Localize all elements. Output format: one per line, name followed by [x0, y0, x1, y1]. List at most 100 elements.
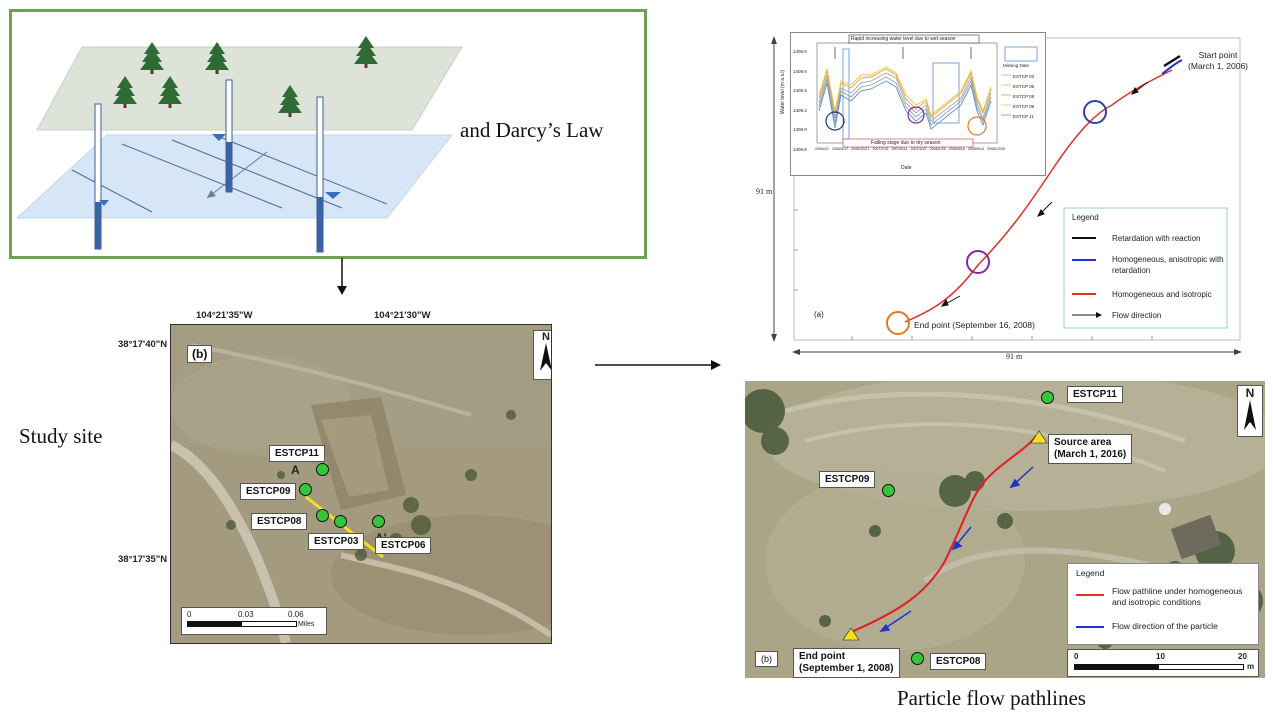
inset-series-legend: ESTCP 03 ESTCP 06 ESTCP 08 ESTCP 09 ESTC… — [1013, 72, 1034, 122]
inset-x-tick: 2006/6/17 — [832, 147, 849, 151]
legend-item-retardation: Retardation with reaction — [1112, 234, 1201, 243]
loop-marker — [1083, 100, 1107, 124]
tree-icon — [278, 85, 302, 117]
end-point-date: (September 1, 2008) — [799, 663, 894, 674]
scale-unit: Miles — [298, 621, 315, 628]
well-marker-estcp08 — [316, 509, 329, 522]
section-line — [305, 495, 384, 559]
dim-horizontal-label: 91 m — [1006, 352, 1023, 361]
dim-vertical-label: 91 m — [756, 187, 773, 196]
building — [1170, 514, 1222, 560]
aerial-legend-pathline: Flow pathline under homogeneous and isot… — [1112, 586, 1243, 607]
equipotential-line — [171, 139, 343, 209]
inset-y-tick: 1409.0 — [793, 127, 807, 132]
panel-label-a: (a) — [814, 310, 824, 319]
inset-x-tick: 2008/5/18 — [948, 147, 965, 151]
well-label-estcp03: ESTCP03 — [308, 533, 365, 550]
down-arrow — [337, 258, 347, 295]
legend-swatch-red — [1076, 594, 1104, 596]
well-marker-estcp03 — [334, 515, 347, 528]
monitoring-well — [212, 79, 233, 193]
study-site-caption: Study site — [19, 424, 103, 448]
isotropic-pathline — [904, 69, 1173, 323]
latitude-label-bottom: 38°17'35"N — [118, 554, 168, 565]
latitude-label-top: 38°17'40"N — [118, 339, 168, 350]
inset-series-label: ESTCP 11 — [1013, 114, 1034, 119]
legend-arrow-icon — [1096, 312, 1102, 318]
well-marker-estcp08 — [911, 652, 924, 665]
scale-tick-0: 0 — [1074, 652, 1079, 661]
aerial-pathline-map: ESTCP11 ESTCP09 ESTCP08 Source area (Mar… — [745, 381, 1265, 678]
inset-x-tick: 2008/12/20 — [986, 147, 1005, 151]
end-marker — [842, 627, 860, 641]
inset-x-ticks: 2006/3/1 2006/6/17 2006/10/21 2007/2/15 … — [815, 147, 1005, 151]
north-arrow-icon — [540, 343, 551, 371]
well-marker-estcp11 — [1041, 391, 1054, 404]
inset-x-tick: 2006/10/21 — [851, 147, 870, 151]
tree-icon — [158, 76, 182, 108]
darcy-caption: and Darcy’s Law — [460, 118, 604, 142]
panel-label: (b) — [755, 651, 778, 667]
north-arrow-icon — [1244, 400, 1256, 430]
start-point-date: (March 1, 2006) — [1188, 61, 1248, 71]
aerial-image: (b) N A A' ESTCP11 ESTCP09 ESTCP08 ESTCP… — [170, 324, 552, 644]
well-label-estcp11: ESTCP11 — [1067, 386, 1123, 403]
inset-y-tick: 1409.2 — [793, 107, 807, 113]
inset-top-note: Rapid increasing water level due to wet … — [851, 36, 956, 42]
monitoring-well — [94, 103, 109, 250]
inset-y-ticks: 1409.8 1409.6 1409.4 1409.2 1409.0 1408.… — [793, 42, 807, 159]
well-label-estcp08: ESTCP08 — [930, 653, 987, 670]
inset-x-tick: 2007/6/14 — [891, 147, 908, 151]
scale-tick-0: 0 — [187, 610, 192, 619]
inset-y-tick: 1409.4 — [793, 88, 807, 93]
particle-caption: Particle flow pathlines — [897, 686, 1086, 710]
inset-xlabel: Date — [901, 165, 912, 171]
inset-bottom-note: Falling stage due to dry season — [871, 140, 941, 146]
tree-icons — [113, 36, 378, 117]
monitoring-well — [316, 96, 341, 253]
scale-bar-graphic — [1074, 664, 1244, 670]
end-point-label: End point (September 16, 2008) — [914, 320, 1035, 330]
well-marker-estcp09 — [299, 483, 312, 496]
study-site-map: 104°21'35"W 104°21'30"W 38°17'40"N 38°17… — [118, 304, 578, 644]
inset-ylabel: Water level (m a.s.l) — [780, 69, 787, 115]
scale-tick-1: 0.03 — [238, 610, 254, 619]
legend-item-flow: Flow direction — [1112, 311, 1162, 320]
inset-y-tick: 1409.8 — [793, 49, 807, 54]
tank — [1159, 503, 1171, 515]
north-arrow-box: N — [1237, 385, 1263, 437]
aerial-legend-title: Legend — [1076, 568, 1105, 578]
missing-date-legend-swatch — [1004, 46, 1038, 62]
north-label: N — [542, 331, 550, 343]
aerial-legend-flow: Flow direction of the particle — [1112, 621, 1218, 631]
scale-unit: m — [1247, 662, 1255, 671]
equipotential-line — [121, 143, 283, 209]
end-point-title: End point — [799, 651, 846, 662]
equipotential-line — [221, 137, 388, 205]
pathline-plot: 91 m 91 m (a) Start point (March 1, 2006… — [752, 30, 1272, 365]
inset-series-label: ESTCP 08 — [1013, 94, 1035, 99]
inset-y-tick: 1408.8 — [793, 146, 807, 152]
longitude-label-left: 104°21'35"W — [196, 310, 253, 321]
inset-x-tick: 2007/10/2 — [910, 147, 927, 151]
inset-x-tick: 2008/9/16 — [967, 147, 984, 151]
source-area-label: Source area (March 1, 2016) — [1048, 434, 1133, 464]
right-arrow — [595, 360, 721, 370]
inset-x-tick: 2006/3/1 — [815, 147, 829, 151]
scale-tick-2: 0.06 — [288, 610, 304, 619]
legend-title: Legend — [1072, 213, 1099, 222]
source-area-date: (March 1, 2016) — [1054, 449, 1127, 460]
scale-bar-graphic — [187, 621, 297, 627]
scale-bar: 0 0.03 0.06 Miles — [181, 607, 327, 635]
aerial-texture — [171, 325, 551, 643]
section-start-label: A — [291, 463, 300, 477]
well-marker-estcp09 — [882, 484, 895, 497]
start-point-label: Start point (March 1, 2006) — [1188, 50, 1248, 72]
inset-x-tick: 2008/1/25 — [929, 147, 946, 151]
loop-marker — [966, 250, 990, 274]
panel-label: (b) — [187, 345, 213, 363]
north-label: N — [1245, 386, 1255, 400]
tree-icon — [205, 42, 229, 74]
well-marker-estcp11 — [316, 463, 329, 476]
well-label-estcp06: ESTCP06 — [375, 537, 432, 554]
